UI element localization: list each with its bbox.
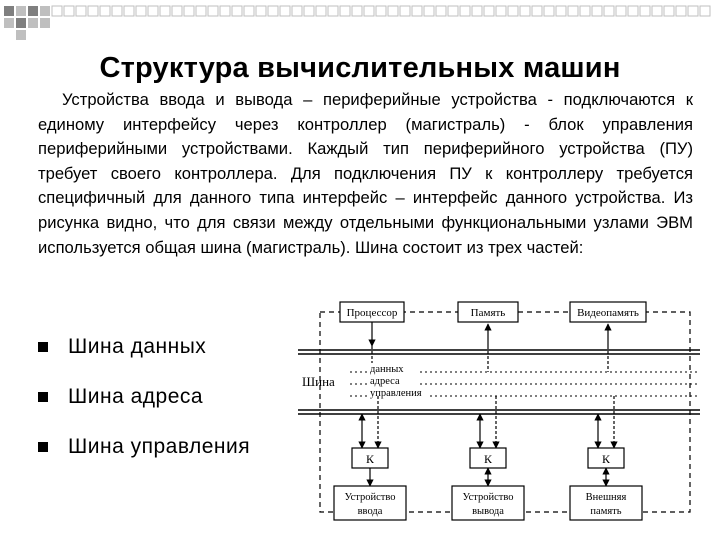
bottom-connectors [358, 396, 618, 487]
bullet-label: Шина управления [68, 435, 251, 458]
bullet-label: Шина данных [68, 335, 207, 358]
bus-line-labels: данных адреса управления [368, 363, 430, 399]
bottom-block-line2: вывода [472, 506, 504, 517]
bullet-square-icon [38, 442, 48, 452]
top-block-processor: Процессор [339, 301, 405, 323]
bottom-block-external-memory: Внешняя память [569, 485, 643, 521]
bus-line-label-control: управления [370, 388, 422, 399]
slide-title: Структура вычислительных машин [99, 52, 621, 84]
bullet-item-control-bus: Шина управления [38, 432, 250, 462]
controller-label: К [602, 452, 611, 466]
bus-line-label-data: данных [370, 364, 404, 375]
bottom-block-output-device: Устройство вывода [451, 485, 525, 521]
bullet-square-icon [38, 392, 48, 402]
bullet-label: Шина адреса [68, 385, 204, 408]
bottom-block-line1: Устройство [462, 492, 513, 503]
bottom-block-line1: Устройство [344, 492, 395, 503]
bus-label: Шина [302, 374, 335, 389]
controller-1: К [351, 447, 389, 469]
controller-3: К [587, 447, 625, 469]
controller-2: К [469, 447, 507, 469]
top-block-label: Память [471, 307, 506, 319]
bus-diagram: Процессор Память Видеопамять Шина данных… [298, 301, 700, 521]
top-block-videomemory: Видеопамять [569, 301, 647, 323]
bullet-item-address-bus: Шина адреса [38, 382, 203, 412]
bottom-block-input-device: Устройство ввода [333, 485, 407, 521]
bullet-item-data-bus: Шина данных [38, 332, 206, 362]
controller-label: К [366, 452, 375, 466]
bus-line-label-address: адреса [370, 376, 400, 387]
bus-lines [298, 349, 700, 415]
top-block-label: Процессор [347, 307, 398, 319]
controller-label: К [484, 452, 493, 466]
system-frame [319, 311, 691, 513]
corner-grid [51, 5, 711, 17]
intro-paragraph: Устройства ввода и вывода – периферийные… [38, 90, 693, 257]
bullet-square-icon [38, 342, 48, 352]
top-block-memory: Память [457, 301, 519, 323]
bottom-block-line1: Внешняя [586, 492, 627, 503]
bottom-block-line2: ввода [358, 506, 383, 517]
bottom-block-line2: память [590, 506, 621, 517]
corner-decoration [4, 5, 711, 40]
top-block-label: Видеопамять [577, 307, 639, 319]
